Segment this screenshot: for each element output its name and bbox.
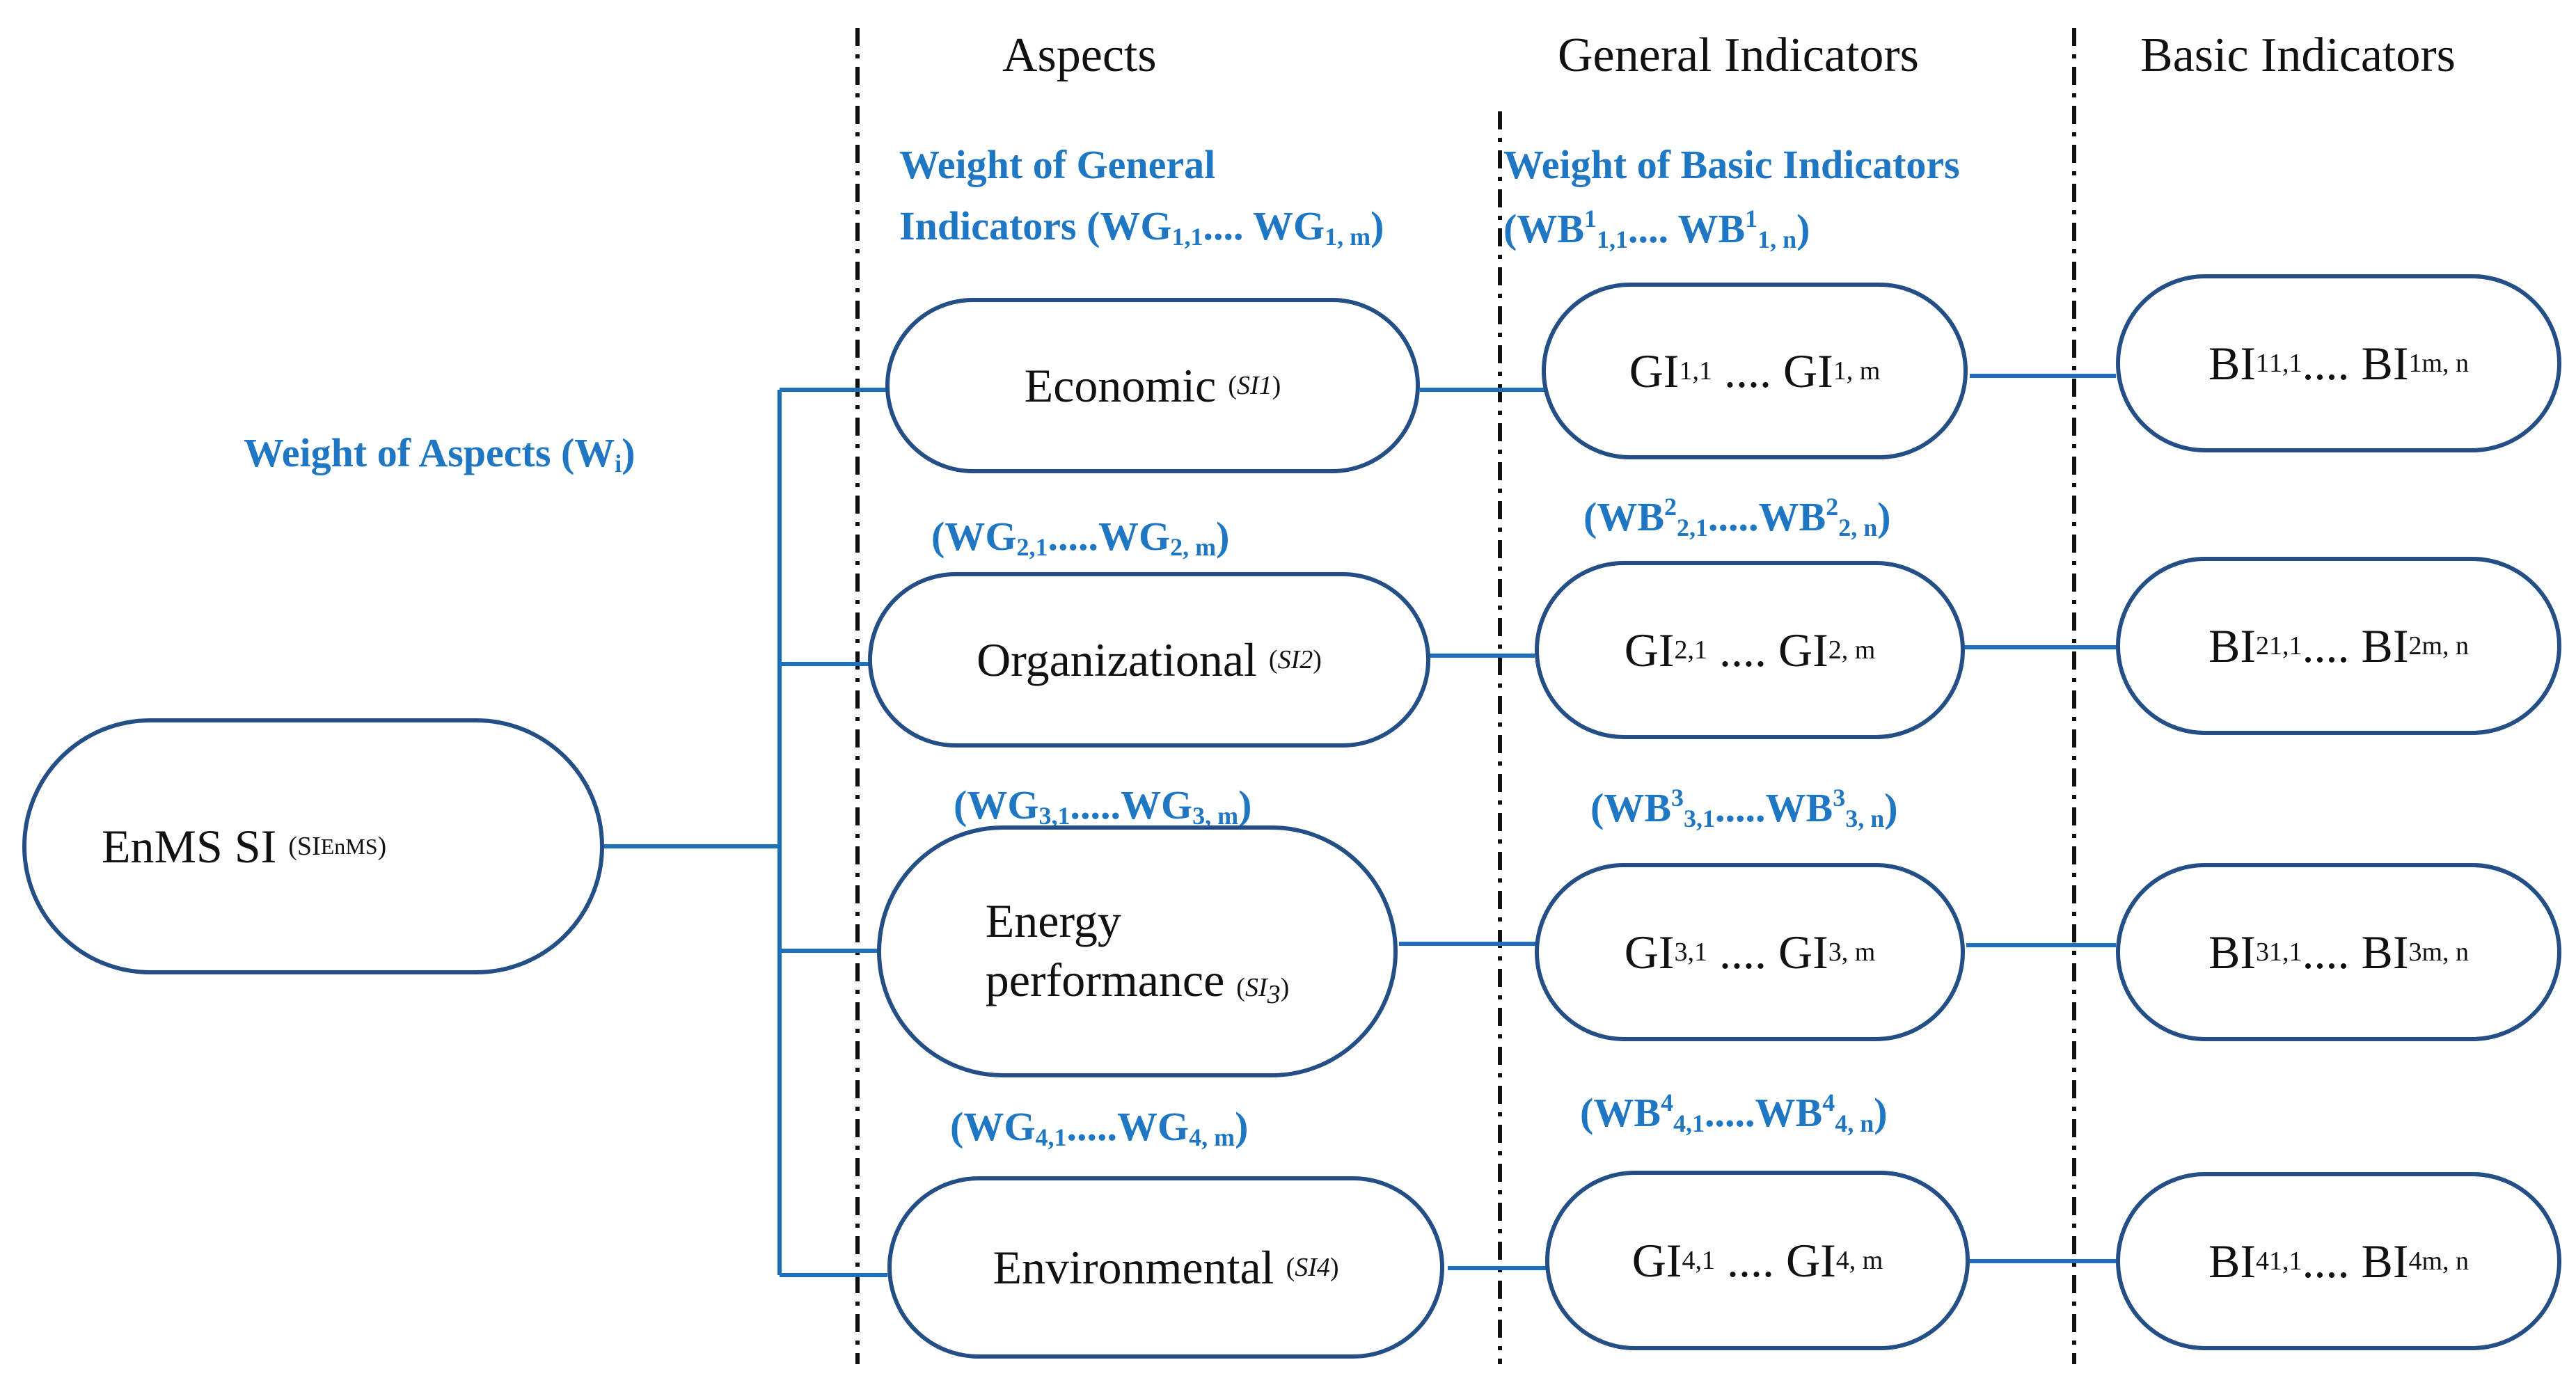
aspect-node-energy-performance: Energy performance (SI3) (877, 825, 1398, 1077)
weight-general-row4: (WG4,1.....WG4, m) (950, 1104, 1249, 1151)
weight-basic-row3: (WB33,1.....WB33, n) (1590, 784, 1898, 832)
wg1-first-index: 1 (1171, 223, 1185, 251)
weight-basic-row1: (WB11,1.... WB11, n) (1503, 205, 1810, 253)
weight-general-title-line2: Indicators (WG1,1.... WG1, m) (899, 203, 1384, 251)
weight-basic-row2: (WB22,1.....WB22, n) (1583, 493, 1891, 541)
weight-basic-row4: (WB44,1.....WB44, n) (1580, 1089, 1888, 1137)
weight-general-row3: (WG3,1.....WG3, m) (954, 782, 1252, 830)
header-basic-indicators: Basic Indicators (2140, 29, 2456, 82)
weight-general-title-line1: Weight of General (899, 142, 1216, 187)
weight-basic-title: Weight of Basic Indicators (1503, 142, 1960, 187)
header-general-indicators: General Indicators (1558, 29, 1919, 82)
header-aspects: Aspects (1002, 29, 1157, 82)
weight-general-row2: (WG2,1.....WG2, m) (931, 514, 1230, 561)
root-label: EnMS SI (102, 819, 277, 873)
weight-of-aspects-label: Weight of Aspects (Wi) (244, 430, 635, 477)
